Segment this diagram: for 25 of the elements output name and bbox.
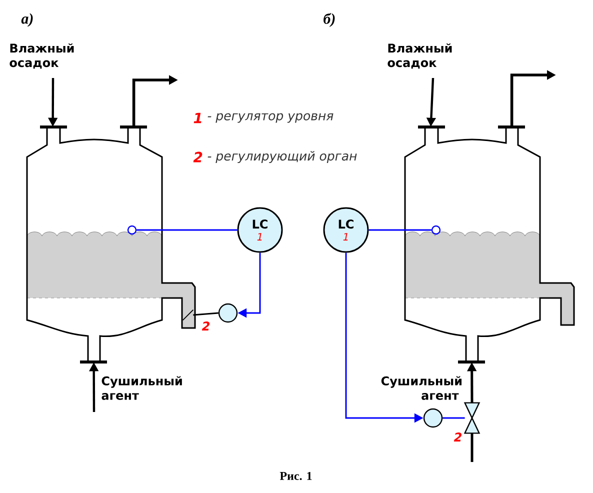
connector bbox=[193, 312, 218, 316]
stream-label: Влажный осадок bbox=[388, 43, 452, 69]
sensor-circle bbox=[431, 225, 441, 235]
stream-label: Сушильный агент bbox=[381, 376, 462, 400]
heading: а) bbox=[21, 13, 33, 27]
flap bbox=[182, 309, 194, 321]
connector bbox=[442, 417, 465, 419]
connector bbox=[136, 229, 238, 231]
stream-label: Влажный осадок bbox=[10, 43, 74, 69]
actuator-circle bbox=[423, 408, 443, 428]
actuator-circle bbox=[218, 303, 238, 323]
sensor-circle bbox=[127, 225, 137, 235]
valve-symbol bbox=[464, 402, 480, 434]
caption: Рис. 1 bbox=[280, 472, 312, 480]
connector bbox=[368, 229, 432, 231]
callout-number: 2 bbox=[454, 432, 462, 442]
vessel-drawing bbox=[404, 126, 575, 364]
legend-number: 2 bbox=[193, 152, 202, 162]
legend-text: - регулятор уровня bbox=[208, 113, 334, 123]
legend-text: - регулирующий орган bbox=[208, 150, 357, 164]
callout-number: 2 bbox=[202, 322, 210, 330]
heading: б) bbox=[324, 13, 335, 27]
connector bbox=[470, 433, 474, 462]
legend-number: 1 bbox=[194, 112, 202, 124]
stream-label: Сушильный агент bbox=[102, 376, 182, 400]
